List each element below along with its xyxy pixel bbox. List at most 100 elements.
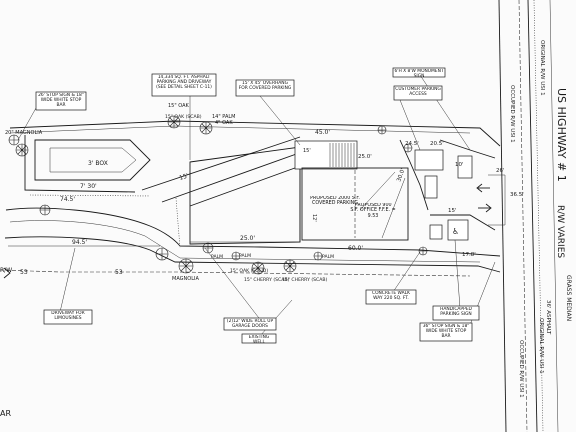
stop-sign-box xyxy=(429,224,443,240)
callout-walkway: CONCRETE WALK WAY 220 SQ. FT. xyxy=(372,291,410,301)
grass-median-label: GRASS MEDIAN xyxy=(565,275,572,321)
dim-45-0: 45.0' xyxy=(315,129,330,136)
entrance-arrow-in-head xyxy=(476,183,483,193)
entrance-arrow-out-head xyxy=(485,203,492,213)
callout-box-limousines xyxy=(43,309,93,325)
tree-symbol xyxy=(313,251,323,261)
callout-well: EXISTING WELL xyxy=(248,335,270,343)
callout-box-well xyxy=(241,333,277,344)
tree-label-cherry-2: 15" CHERRY (SCAB) xyxy=(282,277,328,283)
callout-limousines: DRIVEWAY FOR LIMOUSINES xyxy=(51,311,85,321)
dim-24-5: 24.5' xyxy=(405,141,419,147)
tree-symbol xyxy=(167,115,181,129)
driveway-edge-1 xyxy=(141,136,301,191)
south-curb-line xyxy=(9,220,481,263)
occupied-rw-top-label: OCCUPIED R/W USI 1 xyxy=(509,85,515,143)
overhang-dim-label: 15' xyxy=(303,148,311,154)
leader-overhang xyxy=(259,95,301,146)
driveway-hatch xyxy=(175,197,181,249)
rw-arrow-left xyxy=(3,267,11,279)
proposed-building: PROPOSED 2000 S.F. COVERED PARKING PROPO… xyxy=(301,154,409,252)
callout-asphalt: 14,334 SQ. FT. ASPHALT PARKING AND DRIVE… xyxy=(156,75,212,90)
office-label: PROPOSED 900 S.F. OFFICE F.F.E. = 9.53 xyxy=(350,203,396,219)
callout-wrap-well: EXISTING WELL xyxy=(248,335,270,343)
office-diagonal-2 xyxy=(381,177,406,239)
tree-symbol xyxy=(231,251,241,261)
monument-sign-base xyxy=(457,155,473,179)
leader-limousines xyxy=(59,247,76,313)
island-outer xyxy=(34,139,151,181)
occupied-rw-bottom-label: OCCUPIED R/W USI 1 xyxy=(518,340,524,398)
overhang-structure xyxy=(294,140,358,170)
callout-box-customer-access xyxy=(393,85,443,101)
callout-monument-sign: 6'H X 8'W MONUMENT SIGN xyxy=(394,69,444,77)
entrance-area: ♿ 24.5' 20.5' 10' 30.0' 36.5' 17.8' 26' … xyxy=(396,139,524,258)
dim-15-right: 15' xyxy=(448,208,457,214)
callout-box-asphalt xyxy=(151,73,217,97)
building-outline xyxy=(301,167,409,241)
callout-wrap-stop-sign-left: 26' STOP SIGN & 18" WIDE WHITE STOP BAR xyxy=(38,93,84,108)
south-rw-line xyxy=(0,269,471,277)
tree-label-palm-14: 14" PALM xyxy=(212,114,235,120)
planter-box xyxy=(424,175,438,199)
callout-customer-access: CUSTOMER PARKING ACCESS xyxy=(395,87,441,97)
callout-box-garage-doors xyxy=(223,317,277,331)
tree-label-palm-3: PALM xyxy=(322,254,334,260)
leader-lines xyxy=(17,74,496,337)
tree-label-magnolia: 20" MAGNOLIA xyxy=(5,130,43,136)
highway-edge-line-1 xyxy=(498,0,507,432)
leader-customer-access xyxy=(399,99,421,151)
north-property-line xyxy=(9,120,501,147)
callout-wrap-walkway: CONCRETE WALK WAY 220 SQ. FT. xyxy=(372,291,410,301)
island-dim-line xyxy=(29,194,151,197)
callout-wrap-handicap: HANDICAPPED PARKING SIGN xyxy=(440,307,472,317)
dim-25-lower: 25.0' xyxy=(240,235,255,242)
highway-lane-line xyxy=(549,0,559,432)
callout-box-overhang xyxy=(235,79,295,97)
tree-symbol xyxy=(178,258,194,274)
covered-parking-label-wrap: PROPOSED 2000 S.F. COVERED PARKING xyxy=(310,196,360,207)
main-lot: 25.0' 15' 45.0' xyxy=(189,129,358,245)
tree-label-palm-1: PALM xyxy=(211,254,223,260)
tree-label-magnolia-2: MAGNOLIA xyxy=(172,276,199,282)
entrance-throat xyxy=(488,174,506,226)
tree-symbol xyxy=(15,143,29,157)
dim-26: 26' xyxy=(496,168,505,174)
highway-rw-line-2 xyxy=(533,0,544,432)
highway-name-label: US HIGHWAY # 1 xyxy=(555,88,568,182)
dim-7-30: 7' 30' xyxy=(80,183,97,190)
asphalt-width-label: 36' ASPHALT xyxy=(545,300,551,335)
dim-53-left: 53 xyxy=(20,269,28,276)
leader-walkway xyxy=(392,251,421,293)
covered-parking-label: PROPOSED 2000 S.F. COVERED PARKING xyxy=(310,196,360,207)
entrance-curb-top xyxy=(439,139,496,159)
handicap-icon: ♿ xyxy=(452,227,459,236)
dim-10: 10' xyxy=(455,162,464,168)
dim-94-5: 94.5' xyxy=(72,239,87,246)
callout-garage-doors: (2)12' WIDE ROLL UP GARAGE DOORS xyxy=(226,319,274,329)
leader-stop-sign-left xyxy=(17,107,37,141)
callout-stop-sign-right: 36" STOP SIGN & 18" WIDE WHITE STOP BAR xyxy=(422,324,470,339)
tree-label-oak-15: 15" OAK xyxy=(168,103,190,109)
callout-box-stop-sign-left xyxy=(35,91,87,111)
overhang-hatching xyxy=(329,143,355,167)
tree-symbol xyxy=(377,125,387,135)
callout-stop-sign-left: 26' STOP SIGN & 18" WIDE WHITE STOP BAR xyxy=(38,93,84,108)
highway-edge-line-2 xyxy=(527,0,538,432)
property-lines: 94.5' 53 53 R/W xyxy=(0,120,501,279)
tree-symbol xyxy=(8,134,20,146)
covered-parking-area xyxy=(189,146,301,245)
tree-symbol xyxy=(283,259,297,273)
highway: OCCUPIED R/W USI 1 ORIGINAL R/W USI 1 US… xyxy=(498,0,572,432)
callout-wrap-customer-access: CUSTOMER PARKING ACCESS xyxy=(395,87,441,97)
tree-label-cherry-1: 15" CHERRY (SCAB) xyxy=(244,277,290,283)
callout-overhang: 15' X 45' OVERHANG FOR COVERED PARKING xyxy=(238,81,292,91)
dim-25-0-upper: 25.0' xyxy=(358,154,372,160)
trees: 20" MAGNOLIA 15" OAK 15" OAK (SCAB) 14" … xyxy=(5,103,428,283)
parking-island: 3' BOX 7' 30' 74.5' xyxy=(24,135,151,203)
tree-label-palm-2: PALM xyxy=(239,253,251,259)
highway-rw-line-1 xyxy=(518,0,528,432)
leader-handicap xyxy=(454,239,461,309)
dim-36-5: 36.5' xyxy=(510,192,524,198)
